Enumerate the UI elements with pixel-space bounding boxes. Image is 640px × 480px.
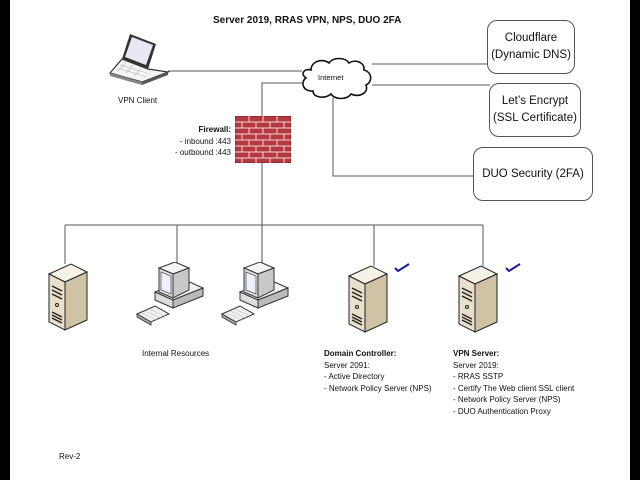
vpn-server-title: VPN Server: xyxy=(453,349,500,358)
domain-controller-server-icon xyxy=(347,265,389,333)
vpn-server-role: - Certify The Web client SSL client xyxy=(453,383,575,393)
checkmark-icon xyxy=(394,263,410,272)
cloud-icon xyxy=(302,57,372,100)
duo-line1: DUO Security (2FA) xyxy=(482,167,584,180)
letsencrypt-line2: (SSL Certificate) xyxy=(493,112,577,124)
vpn-server-icon xyxy=(457,265,499,333)
cloudflare-box: Cloudflare (Dynamic DNS) xyxy=(487,20,575,74)
vpn-server-role: - RRAS SSTP xyxy=(453,372,504,381)
duo-security-box: DUO Security (2FA) xyxy=(473,147,593,201)
vpn-server-subtitle: Server 2019: xyxy=(453,360,499,370)
server-tower-icon xyxy=(47,263,89,331)
vpn-server-role: - DUO Authentication Proxy xyxy=(453,406,551,416)
firewall-rule-outbound: - outbound :443 xyxy=(174,148,231,157)
letsencrypt-line1: Let’s Encrypt xyxy=(501,95,569,107)
firewall-brick-icon xyxy=(235,116,291,163)
domain-controller-title: Domain Controller: xyxy=(324,349,397,358)
letsencrypt-box: Let’s Encrypt (SSL Certificate) xyxy=(489,83,581,137)
wire-internet-duo xyxy=(332,98,474,177)
wire-internet-firewall xyxy=(261,82,302,116)
vpn-server-role: - Network Policy Server (NPS) xyxy=(453,395,561,404)
domain-controller-label: Domain Controller: Server 2091: - Active… xyxy=(324,348,432,394)
domain-controller-role: - Network Policy Server (NPS) xyxy=(324,383,432,393)
cloudflare-line1: Cloudflare xyxy=(504,32,558,44)
domain-controller-subtitle: Server 2091: xyxy=(324,360,370,370)
desktop-computer-icon xyxy=(220,262,290,326)
firewall-rule-inbound: - inbound :443 xyxy=(179,136,231,146)
diagram-title: Server 2019, RRAS VPN, NPS, DUO 2FA xyxy=(213,15,402,26)
laptop-icon xyxy=(108,34,171,85)
desktop-computer-icon xyxy=(135,262,205,326)
network-diagram: Server 2019, RRAS VPN, NPS, DUO 2FA VPN … xyxy=(10,0,630,480)
checkmark-icon xyxy=(505,263,521,272)
vpn-client-label: VPN Client xyxy=(118,96,158,105)
internet-label: Internet xyxy=(318,73,344,82)
firewall-title: Firewall: xyxy=(198,125,231,134)
vpn-server-label: VPN Server: Server 2019: - RRAS SSTP - C… xyxy=(453,348,574,417)
domain-controller-role: - Active Directory xyxy=(324,372,385,381)
firewall-label: Firewall: - inbound :443 - outbound :443 xyxy=(158,124,231,159)
cloudflare-line2: (Dynamic DNS) xyxy=(491,49,571,61)
connection-lines xyxy=(64,63,490,270)
revision-label: Rev-2 xyxy=(59,452,81,461)
internal-resources-label: Internal Resources xyxy=(142,349,210,358)
